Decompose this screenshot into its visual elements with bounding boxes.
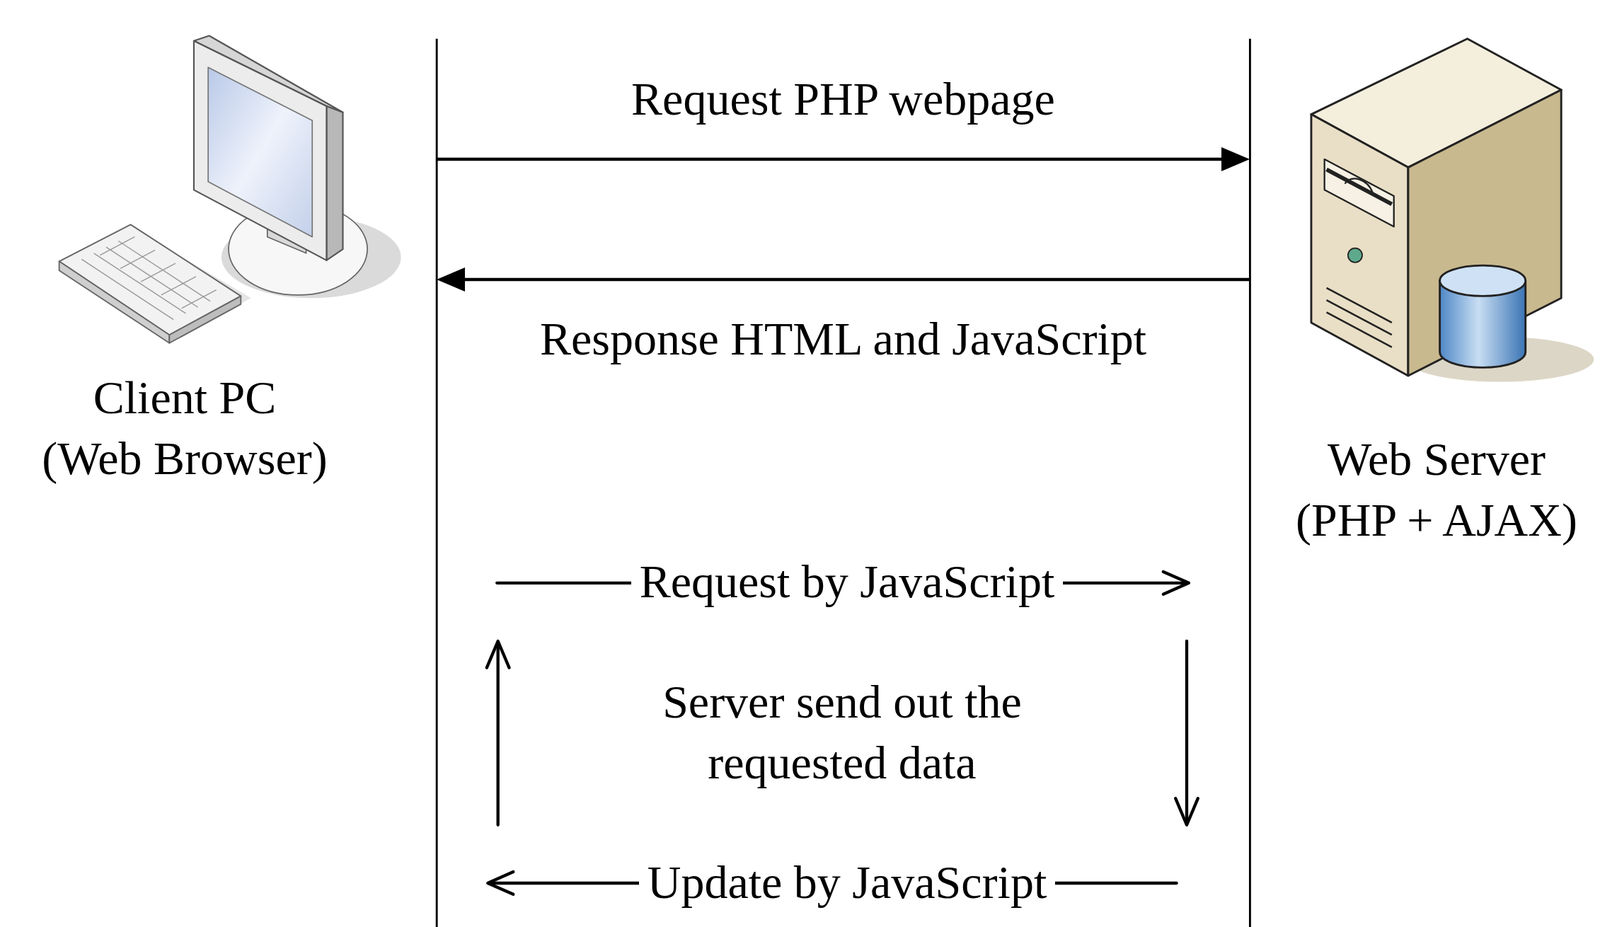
loop-label: Update by JavaScript [639,852,1056,913]
actor-node: Web Server (PHP + AJAX) [1249,28,1600,552]
message-label: Request PHP webpage [631,68,1056,130]
actor-label: Client PC (Web Browser) [41,367,328,489]
loop-arrows [486,571,1199,895]
actor-node: Client PC (Web Browser) [0,28,437,552]
message-label: Response HTML and JavaScript [539,308,1147,370]
message-arrow [436,267,1250,292]
lifeline [435,38,439,927]
lifeline [1249,38,1252,927]
loop-label: Request by JavaScript [631,551,1064,613]
web-server-icon [1311,38,1594,383]
loop-label: Server send out the requested data [612,671,1073,794]
arrow-head [436,267,465,292]
message-line [457,278,1250,282]
arrow-head [1221,147,1250,172]
message-arrow [436,147,1250,172]
actor-label: Web Server (PHP + AJAX) [1295,428,1578,551]
message-line [436,157,1229,162]
client-pc-icon [59,35,402,343]
